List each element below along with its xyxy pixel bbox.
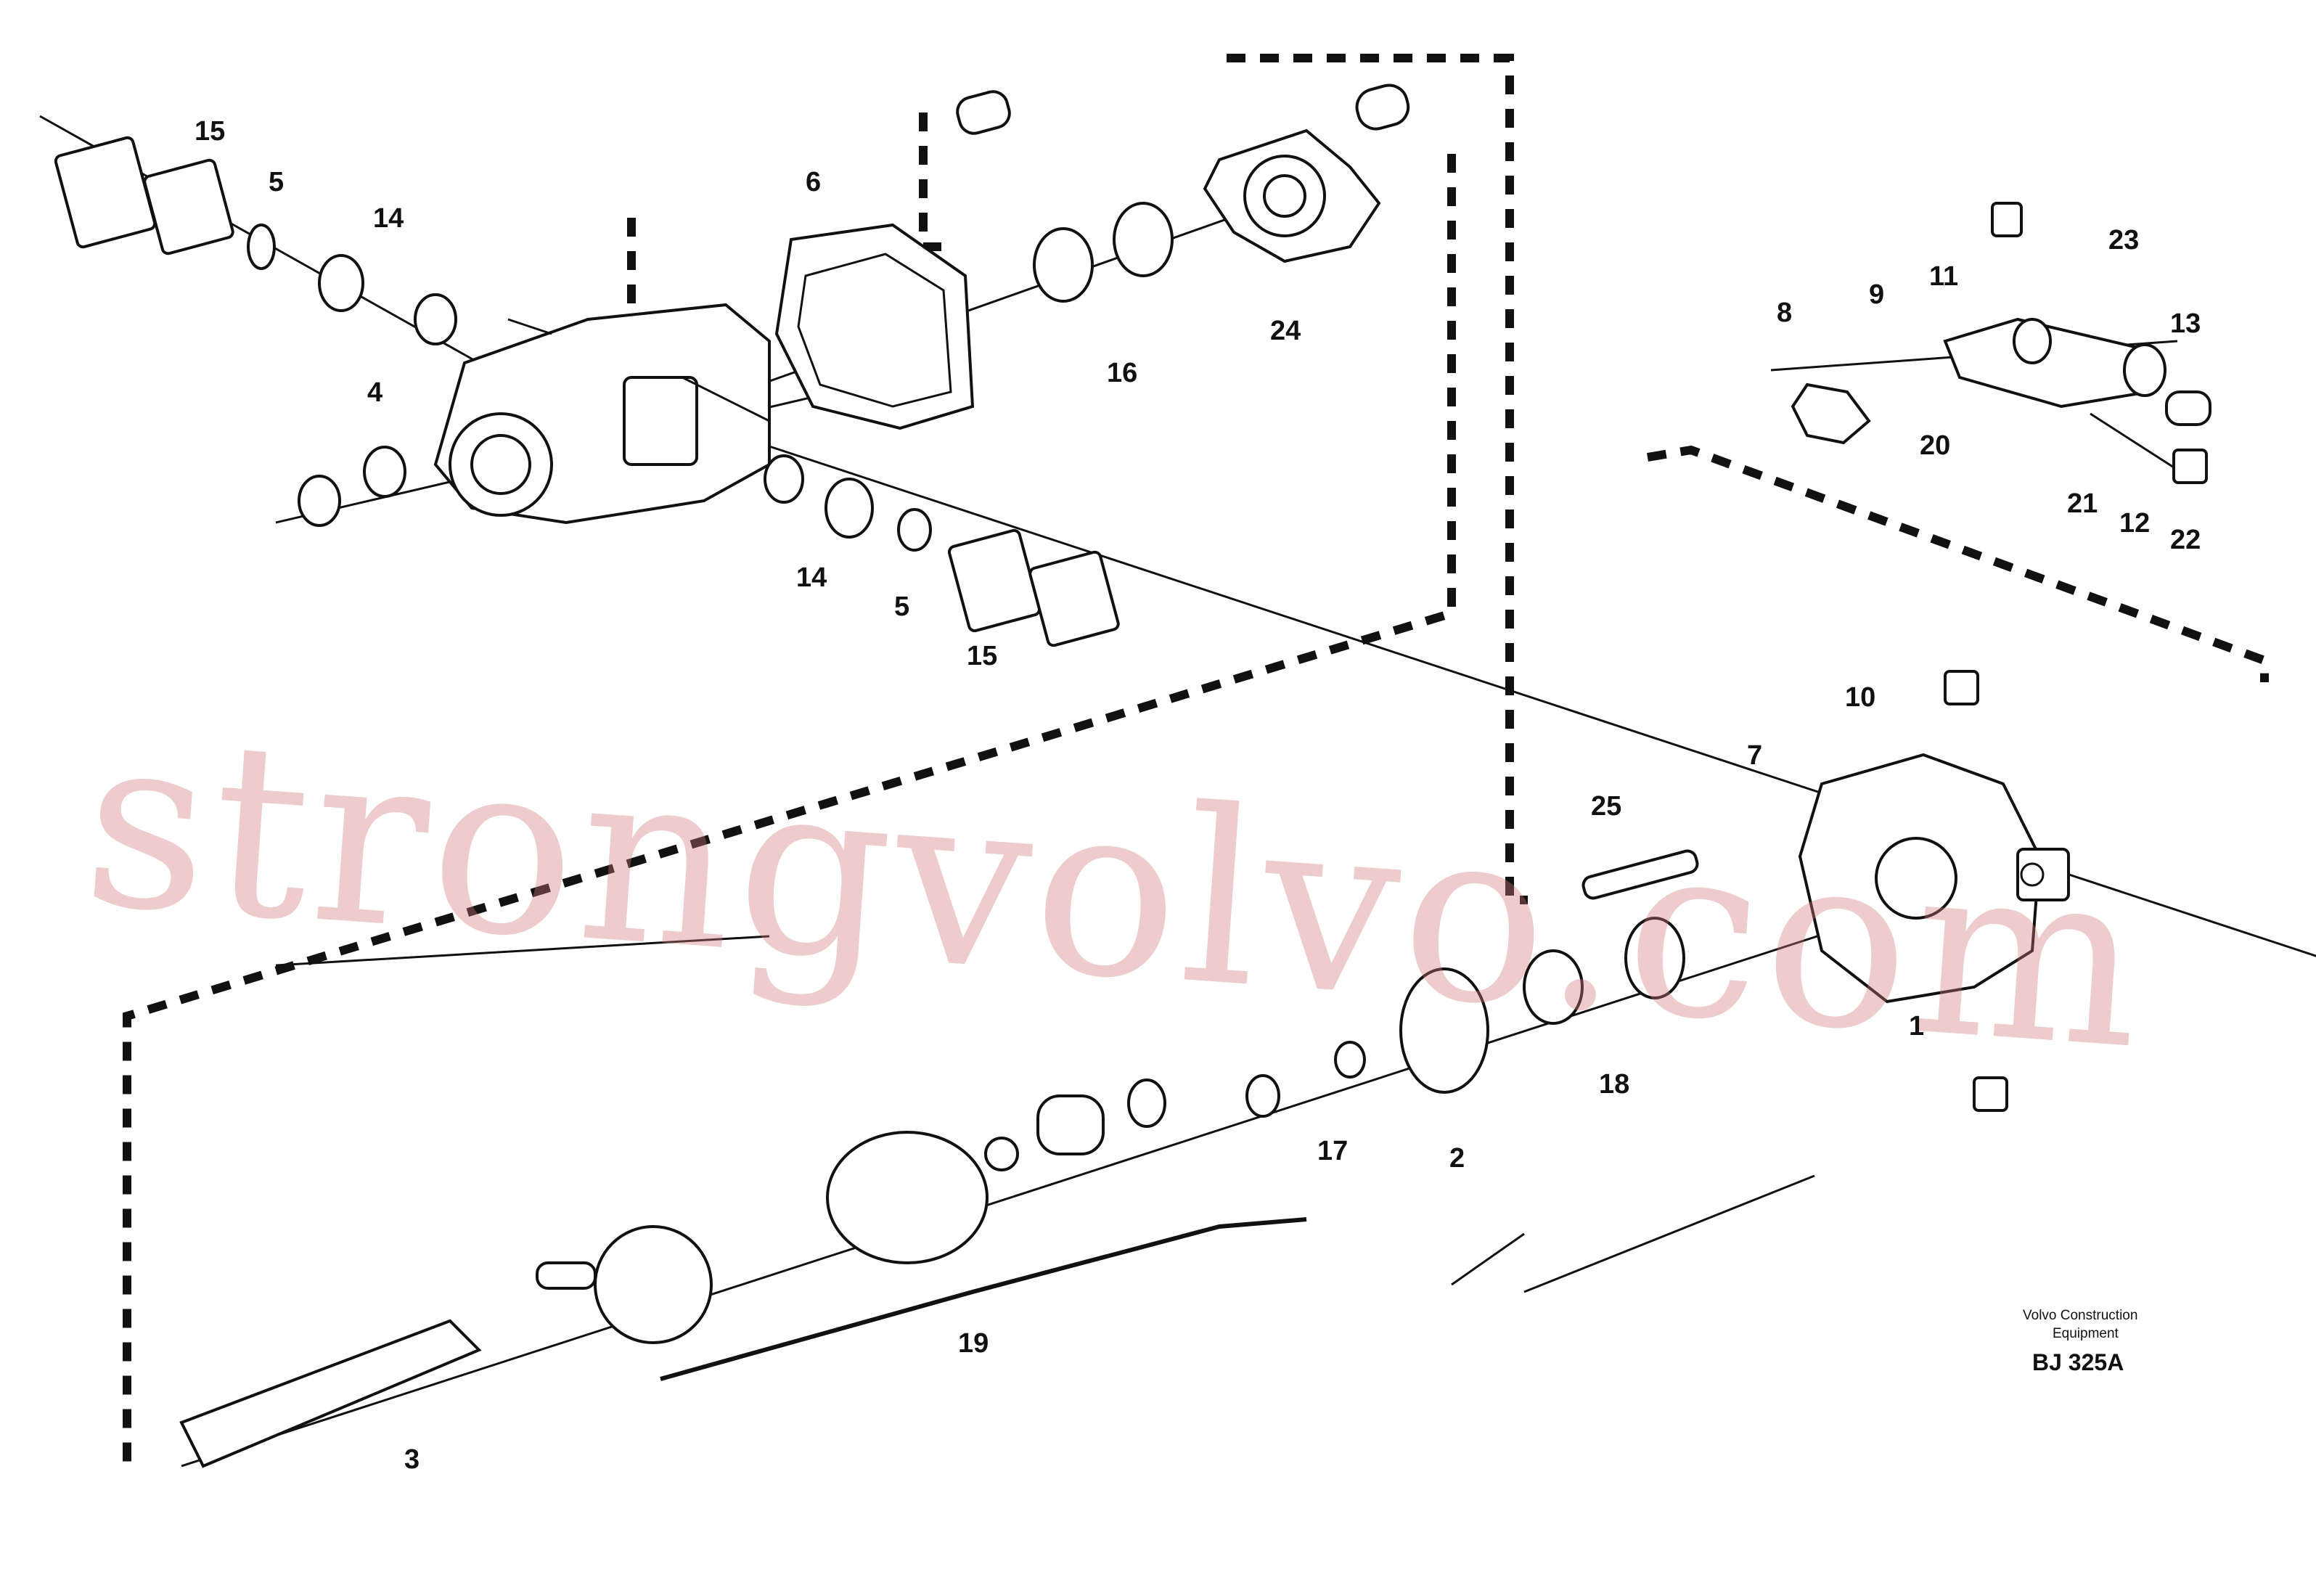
gasket-plate — [774, 223, 975, 430]
dashed-boundary-right — [1647, 445, 2269, 682]
group-brace-19 — [660, 1217, 1307, 1381]
port-plate-housing — [1798, 753, 2070, 1004]
rotating-group — [179, 917, 1685, 1468]
callout-label: 5 — [894, 592, 909, 622]
callout-label: 18 — [1599, 1069, 1629, 1100]
callout-label: 15 — [967, 641, 997, 671]
callout-label: 5 — [269, 167, 284, 197]
callout-label: 9 — [1869, 279, 1884, 310]
callout-label: 24 — [1270, 316, 1301, 346]
callout-label: 17 — [1317, 1136, 1348, 1166]
callout-label: 4 — [367, 377, 382, 408]
callout-label: 23 — [2108, 225, 2139, 255]
dashed-boundary-left — [123, 154, 1456, 1466]
callout-labels: 15 5 14 6 24 16 4 14 5 15 11 23 8 9 13 2… — [195, 116, 2201, 1475]
callout-label: 1 — [1909, 1011, 1924, 1042]
bracket-part — [1203, 128, 1381, 263]
credit-line-1: Volvo Construction — [2023, 1308, 2137, 1323]
callout-label: 25 — [1591, 791, 1621, 822]
callout-label: 2 — [1449, 1143, 1465, 1174]
callout-label: 12 — [2119, 508, 2150, 539]
control-valve — [1581, 202, 2211, 1112]
callout-label: 15 — [195, 116, 225, 147]
callout-label: 7 — [1747, 740, 1762, 771]
callout-label: 16 — [1107, 358, 1137, 388]
callout-label: 6 — [806, 167, 821, 197]
callout-label: 8 — [1777, 298, 1792, 328]
callout-label: 3 — [404, 1444, 420, 1475]
callout-label: 13 — [2170, 308, 2201, 339]
upper-small-parts — [54, 83, 1410, 647]
callout-label: 19 — [958, 1328, 989, 1359]
callout-label: 14 — [796, 562, 827, 593]
pump-housing — [433, 303, 771, 525]
callout-label: 22 — [2170, 525, 2201, 555]
callout-label: 10 — [1845, 682, 1875, 713]
callout-label: 20 — [1920, 430, 1950, 461]
callout-label: 11 — [1929, 261, 1958, 292]
drawing-code: BJ 325A — [2032, 1349, 2124, 1375]
credit-line-2: Equipment — [2053, 1326, 2119, 1341]
watermark-text: strongvolvo.com — [76, 681, 2154, 1102]
callout-label: 21 — [2067, 488, 2098, 519]
callout-label: 14 — [373, 203, 404, 234]
